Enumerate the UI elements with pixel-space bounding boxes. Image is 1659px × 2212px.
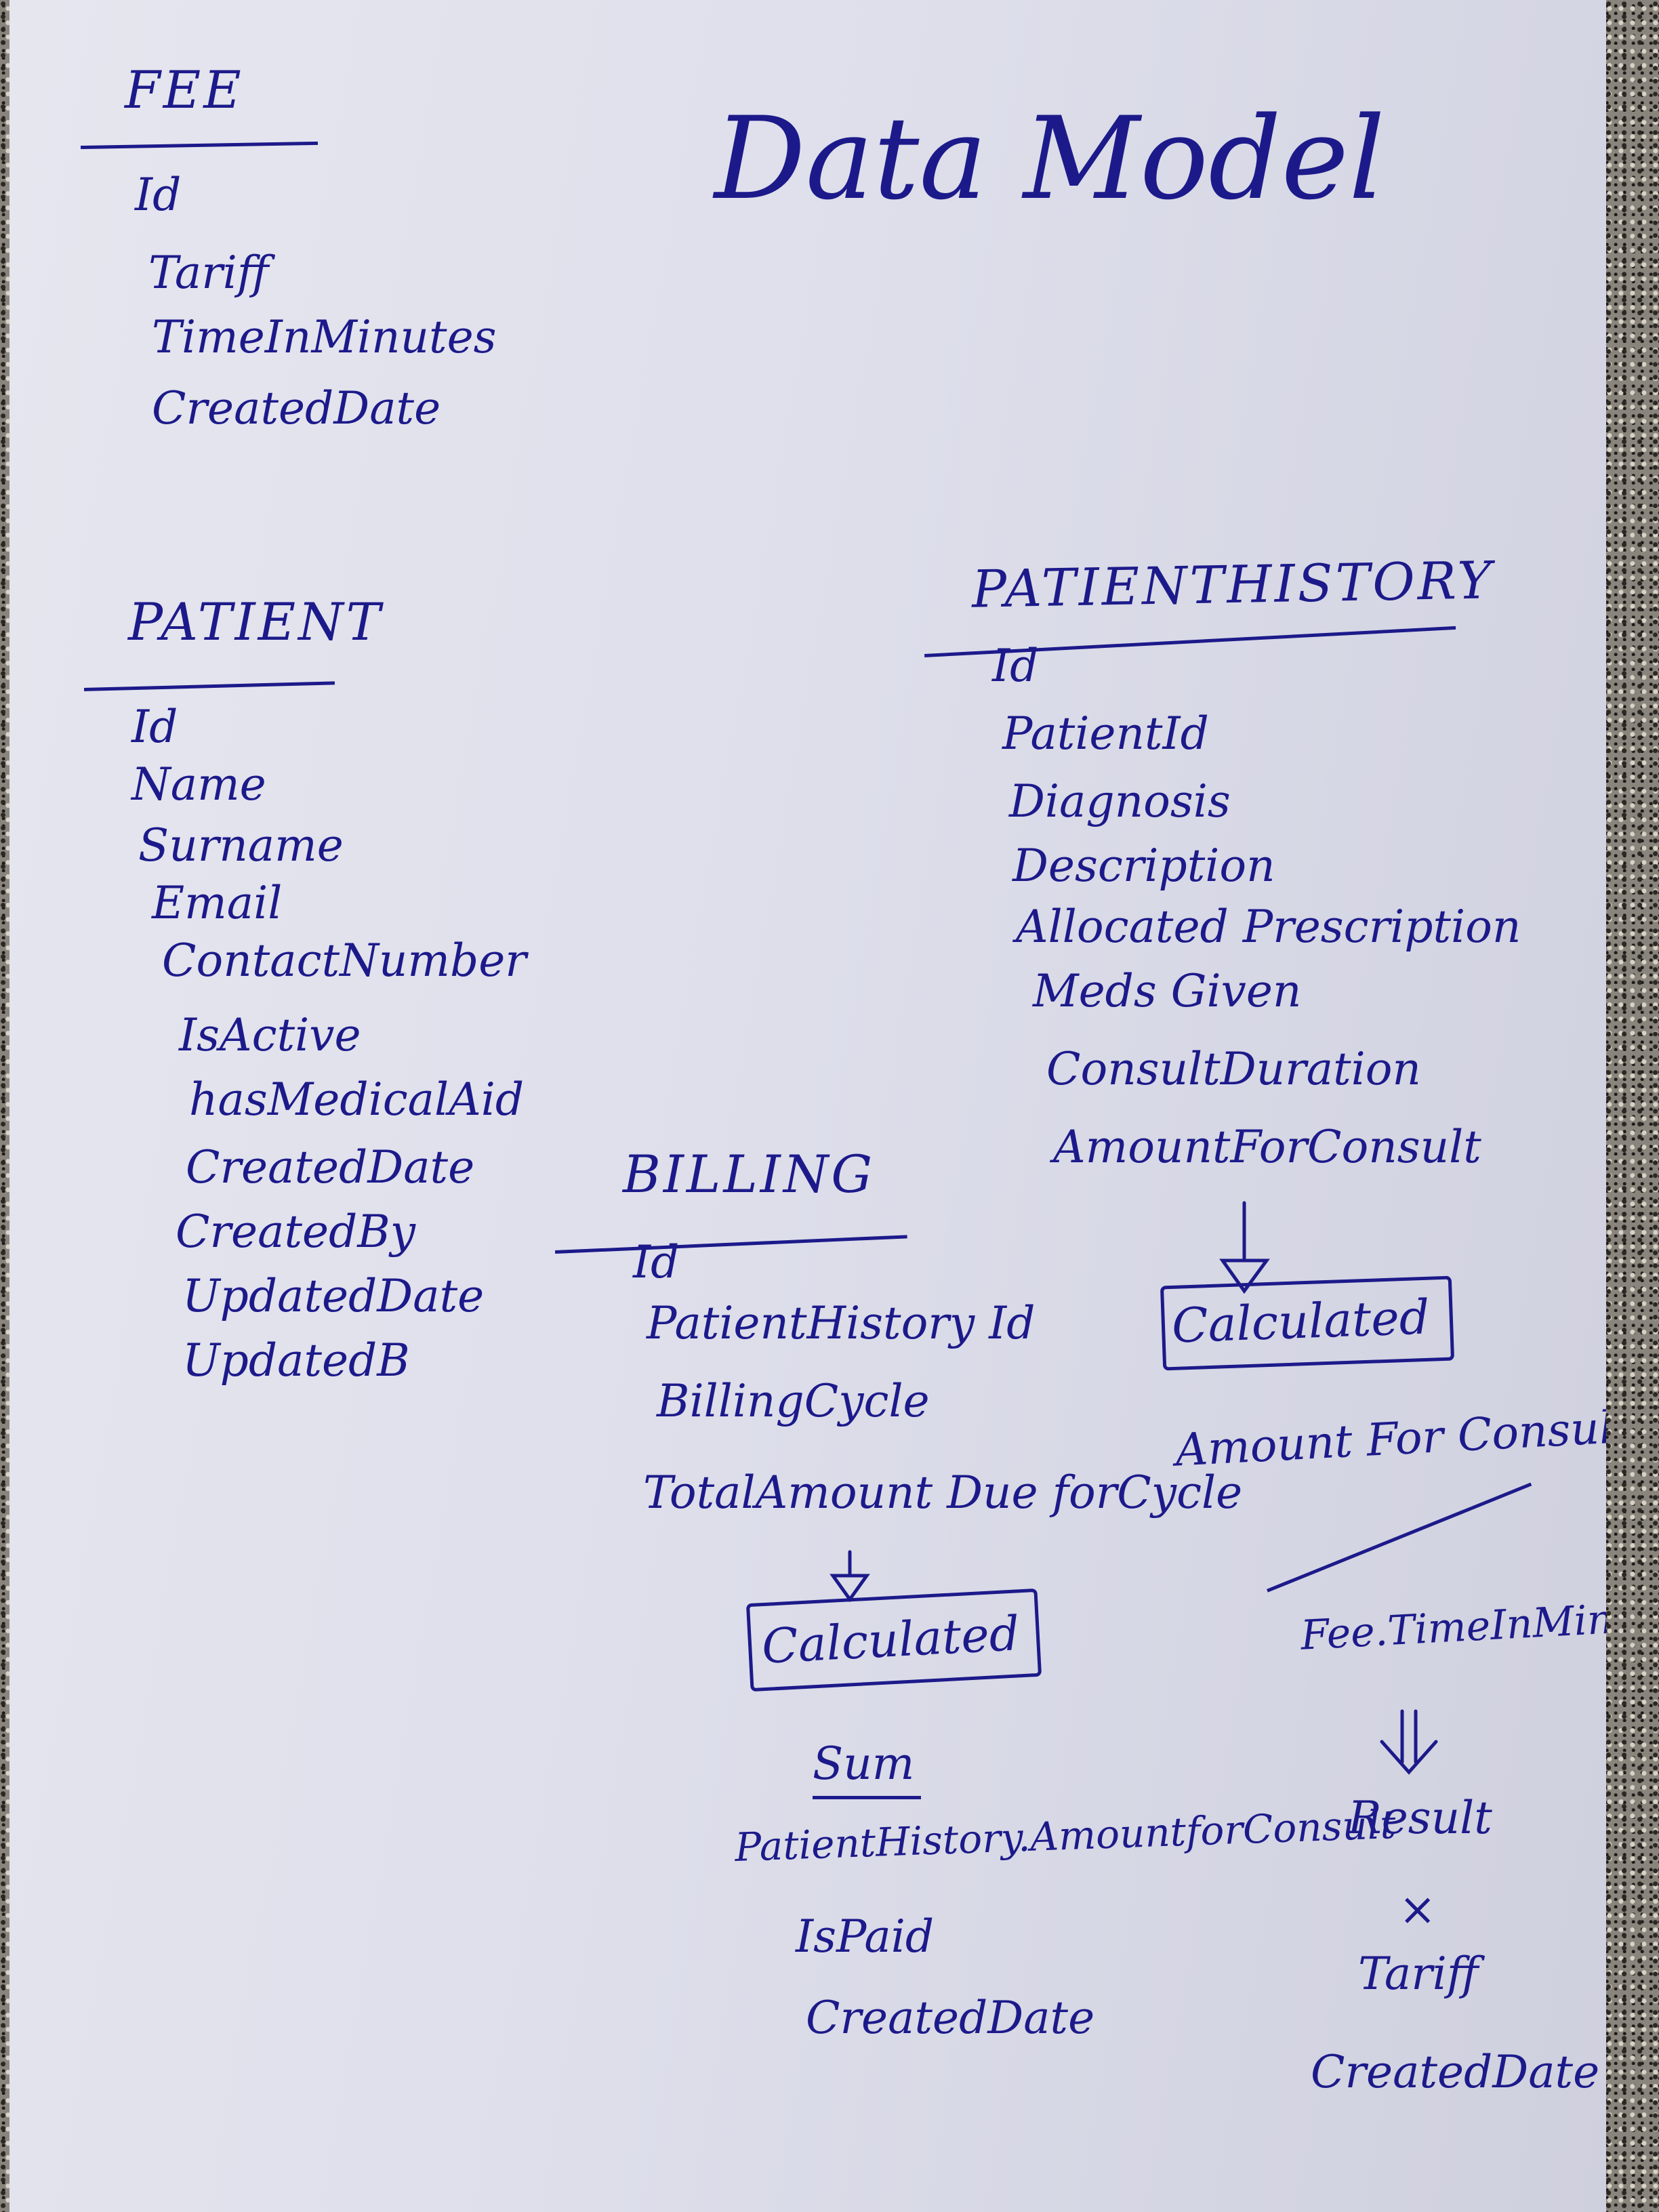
patienthistory-tariff-label: Tariff: [1358, 1948, 1479, 2000]
fee-entity-title: FEE: [125, 60, 244, 120]
sum-underline: [813, 1796, 921, 1799]
result-implies-arrow: [1380, 1709, 1438, 1775]
billing-down-arrow: [830, 1550, 870, 1603]
billing-entity-title: BILLING: [623, 1144, 876, 1204]
fee-field-timeinminutes: TimeInMinutes: [152, 311, 497, 363]
patienthistory-field-description: Description: [1012, 840, 1275, 892]
patient-field-updateddate: UpdatedDate: [182, 1270, 485, 1322]
billing-field-totalamountdueforcycle: TotalAmount Due forCycle: [643, 1467, 1243, 1519]
patient-entity-title: PATIENT: [128, 592, 384, 652]
patienthistory-field-amountforconsult: AmountForConsult: [1053, 1121, 1481, 1173]
billing-field-patienthistoryid: PatientHistory Id: [647, 1297, 1036, 1349]
arrow-layer: [830, 1201, 1438, 1775]
billing-field-id: Id: [633, 1236, 680, 1288]
patient-field-surname: Surname: [138, 819, 344, 872]
patienthistory-result-label: Result: [1348, 1792, 1492, 1844]
billing-field-createddate: CreatedDate: [806, 1992, 1095, 2044]
billing-field-ispaid: IsPaid: [796, 1910, 935, 1963]
patient-field-id: Id: [131, 701, 178, 753]
fee-field-tariff: Tariff: [148, 247, 269, 299]
patient-field-contactnumber: ContactNumber: [162, 935, 527, 987]
billing-sum-label: Sum: [813, 1738, 915, 1790]
multiply-symbol: ×: [1399, 1883, 1437, 1936]
patient-field-hasmedicalaid: hasMedicalAid: [189, 1073, 525, 1126]
paper-sheet: Data Model FEE Id Tariff TimeInMinutes C…: [9, 0, 1606, 2212]
patienthistory-field-medsgiven: Meds Given: [1033, 965, 1302, 1017]
patienthistory-createddate: CreatedDate: [1311, 2046, 1600, 2098]
patienthistory-field-allocatedprescription: Allocated Prescription: [1016, 901, 1521, 953]
patient-field-name: Name: [131, 758, 266, 811]
patienthistory-field-consultduration: ConsultDuration: [1046, 1043, 1421, 1095]
fee-field-createddate: CreatedDate: [152, 382, 441, 434]
patient-field-updatedb: UpdatedB: [182, 1334, 410, 1387]
patient-field-email: Email: [152, 877, 283, 929]
patient-field-isactive: IsActive: [179, 1009, 361, 1061]
patienthistory-field-diagnosis: Diagnosis: [1009, 775, 1231, 827]
billing-field-billingcycle: BillingCycle: [657, 1375, 930, 1427]
patienthistory-field-id: Id: [992, 640, 1039, 692]
patient-field-createddate: CreatedDate: [186, 1141, 475, 1193]
page-title: Data Model: [714, 92, 1385, 225]
fee-field-id: Id: [135, 169, 182, 221]
patienthistory-down-arrow: [1219, 1201, 1270, 1294]
patienthistory-field-patientid: PatientId: [1002, 708, 1209, 760]
patient-field-createdby: CreatedBy: [176, 1206, 416, 1258]
